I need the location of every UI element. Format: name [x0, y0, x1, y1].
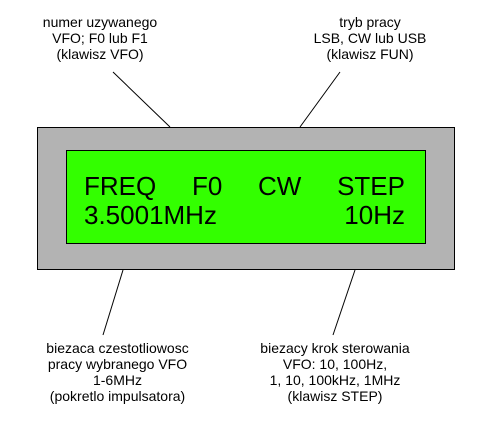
annotation-line: (pokretlo impulsatora): [49, 388, 186, 404]
lcd-mode-value: CW: [258, 171, 302, 201]
lcd-frequency-value: 3.5001MHz: [84, 200, 217, 230]
annotation-line: VFO: 10, 100Hz,: [282, 356, 388, 372]
frequency-leader-line: [102, 269, 124, 336]
lcd-line-2: 3.5001MHz 10Hz: [84, 200, 405, 230]
lcd-step-value: 10Hz: [344, 200, 405, 230]
annotation-line: 1-6MHz: [92, 372, 142, 388]
mode-annotation: tryb pracy LSB, CW lub USB (klawisz FUN): [285, 14, 455, 62]
annotation-line: tryb pracy: [339, 14, 401, 30]
annotation-line: LSB, CW lub USB: [313, 30, 427, 46]
annotation-line: VFO; F0 lub F1: [52, 30, 148, 46]
annotation-line: biezaca czestotliowosc: [46, 340, 189, 356]
annotation-line: biezacy krok sterowania: [260, 340, 410, 356]
annotation-line: (klawisz VFO): [56, 46, 144, 62]
step-annotation: biezacy krok sterowania VFO: 10, 100Hz, …: [245, 340, 425, 404]
lcd-step-label: STEP: [337, 171, 405, 201]
vfo-annotation: numer uzywanego VFO; F0 lub F1 (klawisz …: [10, 14, 190, 62]
annotation-line: pracy wybranego VFO: [47, 356, 188, 372]
vfo-leader-line: [112, 71, 171, 128]
annotation-line: 1, 10, 100kHz, 1MHz: [269, 372, 401, 388]
annotation-line: numer uzywanego: [42, 14, 158, 30]
frequency-annotation: biezaca czestotliowosc pracy wybranego V…: [10, 340, 225, 404]
annotation-line: (klawisz FUN): [326, 46, 414, 62]
mode-leader-line: [299, 71, 341, 128]
lcd-line-1: FREQ F0 CW STEP: [84, 171, 405, 201]
step-leader-line: [332, 269, 356, 336]
lcd-display: FREQ F0 CW STEP 3.5001MHz 10Hz: [66, 150, 426, 244]
annotation-line: (klawisz STEP): [287, 388, 383, 404]
lcd-vfo-value: F0: [191, 171, 223, 201]
lcd-freq-label: FREQ: [84, 171, 157, 201]
